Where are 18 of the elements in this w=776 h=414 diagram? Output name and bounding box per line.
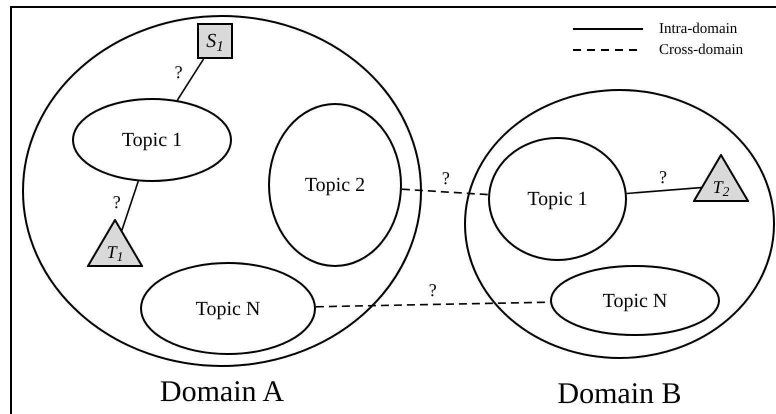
node-symbol: T$_{2}$	[712, 178, 730, 196]
topic-label: Topic 2	[304, 175, 366, 195]
domain-label: Domain A	[160, 377, 284, 407]
legend-label: Intra-domain	[659, 20, 738, 38]
topic-label: Topic 1	[527, 189, 588, 209]
node-symbol: S$_{1}$	[206, 31, 224, 51]
edge-label: ?	[174, 63, 184, 82]
node-symbol: T$_{1}$	[106, 243, 124, 261]
connector-line	[176, 58, 204, 101]
domain-label: Domain B	[557, 379, 682, 409]
topic-label: Topic 1	[122, 130, 182, 150]
connector-line	[626, 186, 702, 194]
legend-label: Cross-domain	[659, 41, 744, 59]
dashed-connector	[402, 188, 488, 196]
topic-label: Topic N	[196, 298, 260, 318]
connector-line	[121, 181, 139, 231]
topic-label: Topic N	[602, 290, 668, 310]
edge-label: ?	[428, 281, 438, 300]
